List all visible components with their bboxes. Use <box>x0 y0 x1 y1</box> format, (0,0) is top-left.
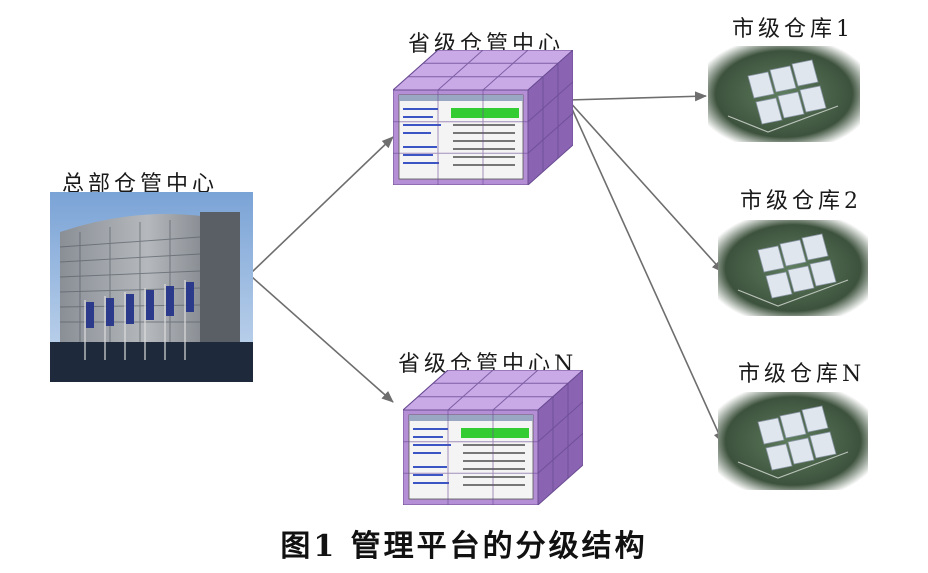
arrow-hq-to-provincial-n <box>251 276 394 403</box>
city-warehouse-n-image <box>718 392 868 490</box>
hq-building-image <box>50 192 253 382</box>
city-warehouse-1-label: 市级仓库1 <box>732 17 854 42</box>
provincial-center-n-cube <box>403 370 583 505</box>
city-warehouse-2-label: 市级仓库2 <box>740 189 862 214</box>
city-warehouse-2-image <box>718 220 868 316</box>
arrow-provincial-to-city-1 <box>567 91 707 102</box>
arrow-provincial-to-city-2 <box>567 99 724 273</box>
arrow-hq-to-provincial <box>251 136 394 273</box>
city-warehouse-1-image <box>708 46 860 142</box>
provincial-center-cube <box>393 50 573 185</box>
city-warehouse-n-label: 市级仓库N <box>738 362 866 387</box>
arrow-provincial-to-city-n <box>567 99 724 444</box>
figure-caption: 图1 管理平台的分级结构 <box>280 529 648 564</box>
